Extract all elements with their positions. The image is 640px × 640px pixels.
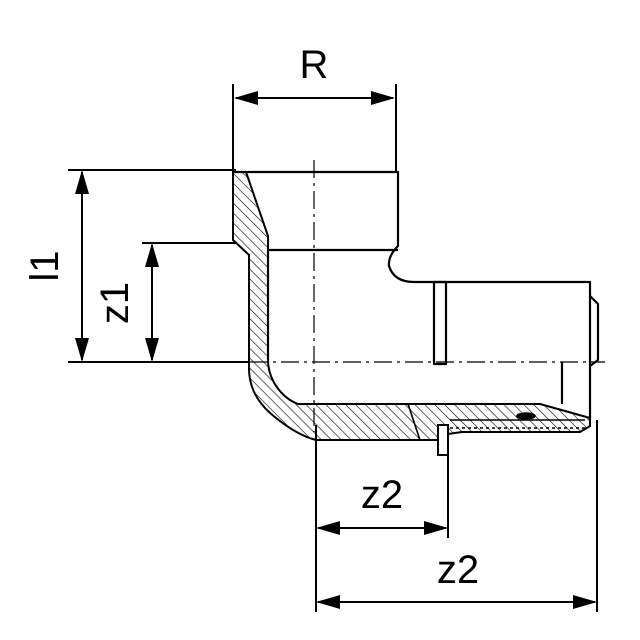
hatched-wall-section — [232, 171, 591, 441]
outer-contour — [233, 170, 592, 420]
label-z1: z1 — [93, 282, 137, 324]
label-z2-inner: z2 — [361, 473, 403, 517]
label-l1: l1 — [23, 250, 67, 281]
dimension-lines — [75, 91, 597, 609]
label-z2-outer: z2 — [437, 548, 479, 592]
press-sleeve-detail — [407, 403, 585, 456]
extension-lines — [68, 84, 598, 612]
fitting-body — [232, 170, 600, 441]
label-R: R — [300, 43, 329, 87]
end-ring — [589, 295, 600, 367]
socket-ring — [432, 280, 448, 366]
centerlines — [250, 160, 605, 432]
